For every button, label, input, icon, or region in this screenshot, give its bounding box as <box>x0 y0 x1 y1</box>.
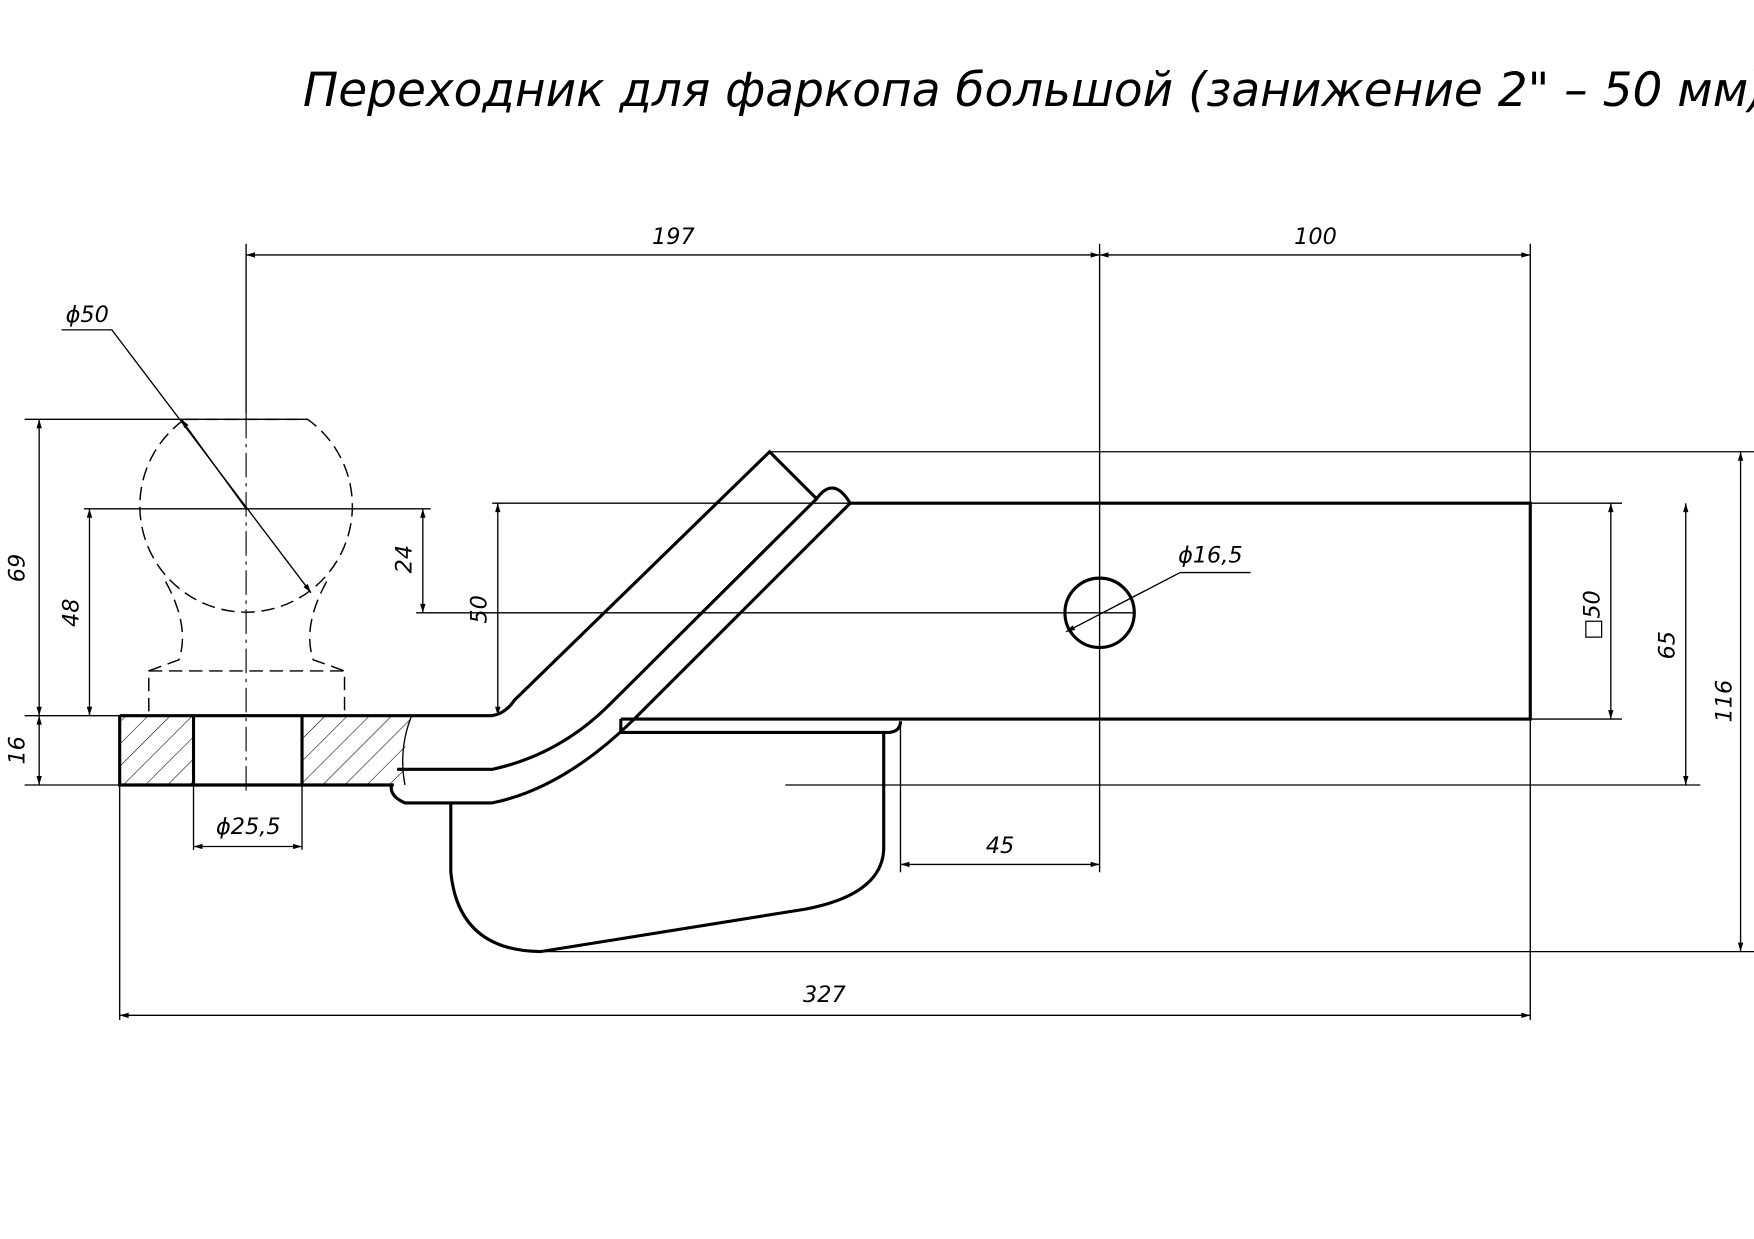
dim-45: 45 <box>986 833 1014 859</box>
dim-100: 100 <box>1294 224 1337 250</box>
dimension-lines <box>36 252 1744 1019</box>
dim-24: 24 <box>392 545 418 573</box>
dim-hole-diameter: ϕ16,5 <box>1178 542 1243 568</box>
dim-65: 65 <box>1655 631 1681 659</box>
dim-69: 69 <box>5 554 31 582</box>
dim-116: 116 <box>1712 680 1738 723</box>
dim-plate-hole: ϕ25,5 <box>216 814 281 840</box>
dim-50-offset: 50 <box>467 595 493 623</box>
dim-48: 48 <box>58 599 84 627</box>
dim-16: 16 <box>5 736 31 764</box>
dim-square-50: □50 <box>1580 590 1606 640</box>
dim-327: 327 <box>803 982 846 1008</box>
drawing-title: Переходник для фаркопа большой (занижени… <box>303 63 1754 118</box>
dimension-labels: 197 100 ϕ50 ϕ16,5 ϕ25,5 45 327 69 48 24 … <box>5 224 1738 1008</box>
pin-hole <box>1063 576 1136 650</box>
drawbar-body <box>389 449 1532 954</box>
dim-ball-diameter: ϕ50 <box>66 302 109 328</box>
dim-197: 197 <box>652 224 695 250</box>
tow-ball-hidden <box>139 418 354 716</box>
extension-lines <box>24 243 1754 1020</box>
mounting-plate-section <box>118 714 493 787</box>
